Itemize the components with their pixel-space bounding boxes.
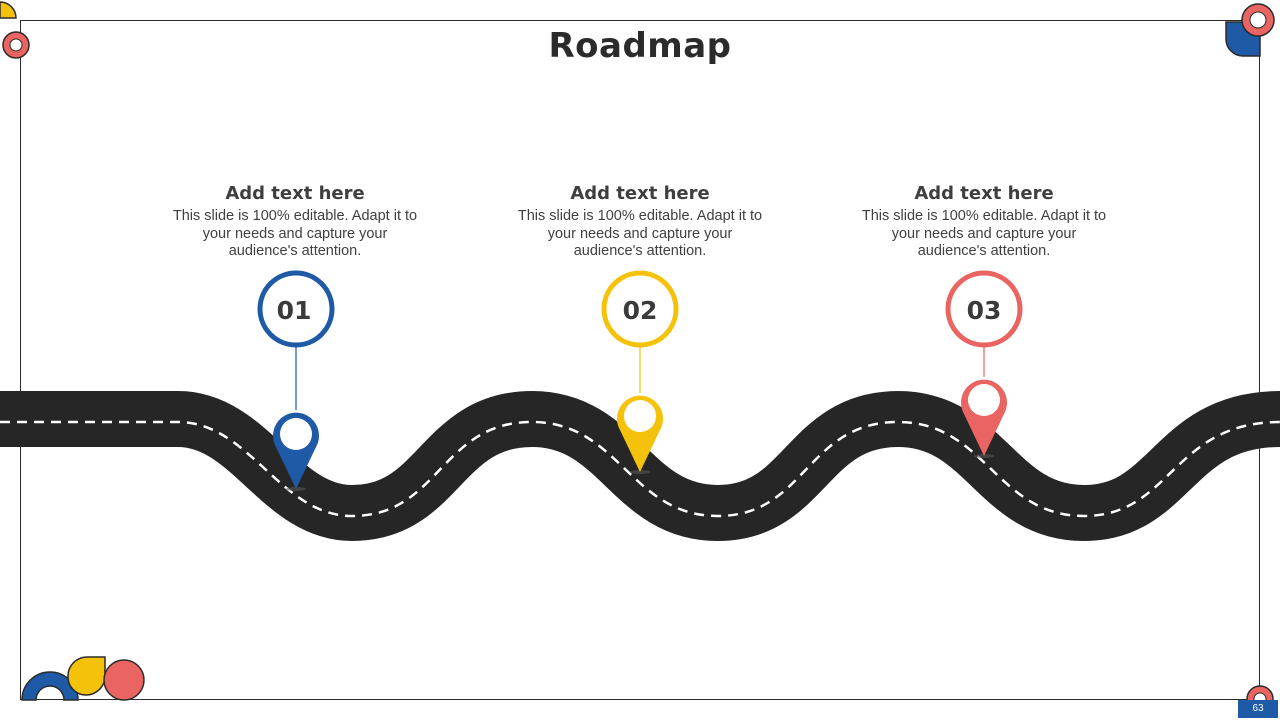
step-3-text: Add text here This slide is 100% editabl… [859, 183, 1109, 261]
step-1-description: This slide is 100% editable. Adapt it to… [170, 208, 420, 261]
step-3-heading: Add text here [859, 183, 1109, 204]
slide-title: Roadmap [0, 26, 1280, 66]
step-2-number: 02 [623, 296, 658, 325]
page-number: 63 [1238, 700, 1278, 718]
step-3-number: 03 [967, 296, 1002, 325]
corner-decoration-bottom-left [22, 657, 144, 700]
step-2-text: Add text here This slide is 100% editabl… [515, 183, 765, 261]
step-3-description: This slide is 100% editable. Adapt it to… [859, 208, 1109, 261]
step-2-description: This slide is 100% editable. Adapt it to… [515, 208, 765, 261]
step-1-heading: Add text here [170, 183, 420, 204]
step-2-heading: Add text here [515, 183, 765, 204]
step-1-text: Add text here This slide is 100% editabl… [170, 183, 420, 261]
step-1-number: 01 [277, 296, 312, 325]
